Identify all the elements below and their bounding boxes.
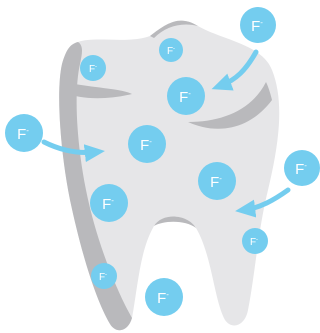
fluoride-ion: F- <box>80 55 106 81</box>
fluoride-ion: F- <box>91 263 117 289</box>
fluoride-ion: F- <box>145 278 183 316</box>
fluoride-ion: F- <box>90 184 128 222</box>
fluoride-ion: F- <box>159 38 183 62</box>
fluoride-ion: F- <box>128 125 166 163</box>
fluoride-ion: F- <box>242 228 268 254</box>
fluoride-ion: F- <box>284 150 320 186</box>
fluoride-ion: F- <box>198 162 236 200</box>
fluoride-ion: F- <box>167 77 205 115</box>
fluoride-ion: F- <box>240 7 276 43</box>
fluoride-ion: F- <box>5 114 43 152</box>
